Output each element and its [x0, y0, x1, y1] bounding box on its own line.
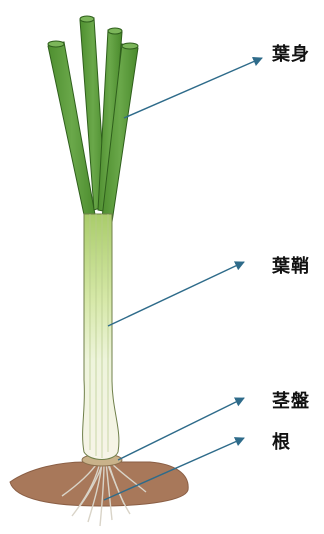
label-leaf-blade: 葉身	[272, 40, 310, 66]
soil-mound	[10, 462, 188, 506]
arrow-leaf-sheath	[108, 262, 244, 326]
pointer-arrows	[104, 58, 262, 500]
label-stem-disk: 茎盤	[272, 387, 310, 413]
leaf-blades	[48, 16, 138, 224]
arrow-stem-disk	[118, 398, 244, 460]
leaf-sheath	[83, 214, 119, 460]
label-leaf-sheath: 葉鞘	[272, 252, 310, 278]
label-root: 根	[272, 428, 291, 454]
arrow-leaf-blade	[124, 58, 262, 118]
